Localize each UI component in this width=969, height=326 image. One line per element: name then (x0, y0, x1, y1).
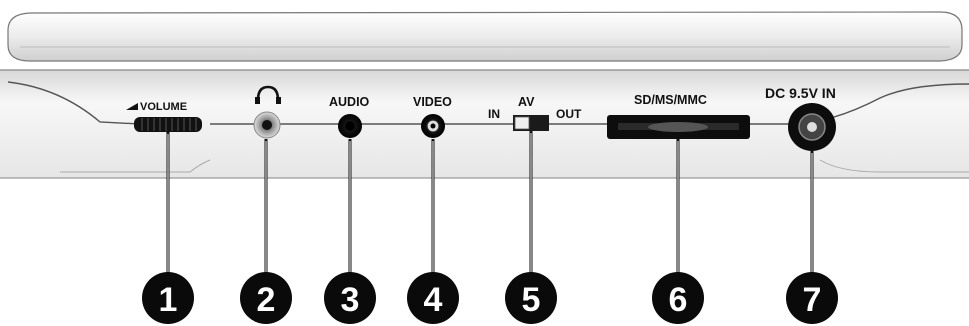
headphone-jack[interactable] (253, 85, 281, 139)
callout-7: 7 (786, 272, 838, 324)
callout-4: 4 (407, 272, 459, 324)
video-label: VIDEO (413, 95, 452, 109)
svg-text:3: 3 (341, 281, 360, 319)
video-jack[interactable]: VIDEO (413, 95, 452, 138)
card-slot-label: SD/MS/MMC (634, 93, 707, 107)
audio-label: AUDIO (329, 95, 370, 109)
device-body (0, 69, 969, 179)
callout-1: 1 (142, 272, 194, 324)
svg-text:2: 2 (257, 281, 276, 319)
audio-jack[interactable]: AUDIO (329, 95, 370, 138)
av-switch[interactable]: IN AV OUT (488, 95, 582, 131)
device-lid (7, 11, 963, 62)
dc-in-jack[interactable]: DC 9.5V IN (765, 85, 836, 151)
volume-label: VOLUME (140, 101, 187, 113)
callout-5: 5 (505, 272, 557, 324)
svg-text:7: 7 (803, 281, 822, 319)
callout-2: 2 (240, 272, 292, 324)
av-label: AV (518, 95, 535, 109)
card-slot[interactable]: SD/MS/MMC (607, 93, 750, 139)
callout-3: 3 (324, 272, 376, 324)
av-in-label: IN (488, 107, 500, 121)
svg-text:1: 1 (159, 281, 178, 319)
svg-text:6: 6 (669, 281, 688, 319)
dc-in-label: DC 9.5V IN (765, 85, 836, 101)
callout-6: 6 (652, 272, 704, 324)
svg-text:5: 5 (522, 281, 541, 319)
svg-text:4: 4 (424, 281, 443, 319)
av-out-label: OUT (556, 107, 582, 121)
callout-leader-highlights (167, 133, 813, 273)
headphone-icon (255, 85, 281, 104)
volume-wheel[interactable]: VOLUME (126, 101, 202, 132)
volume-ramp-icon (126, 103, 138, 110)
